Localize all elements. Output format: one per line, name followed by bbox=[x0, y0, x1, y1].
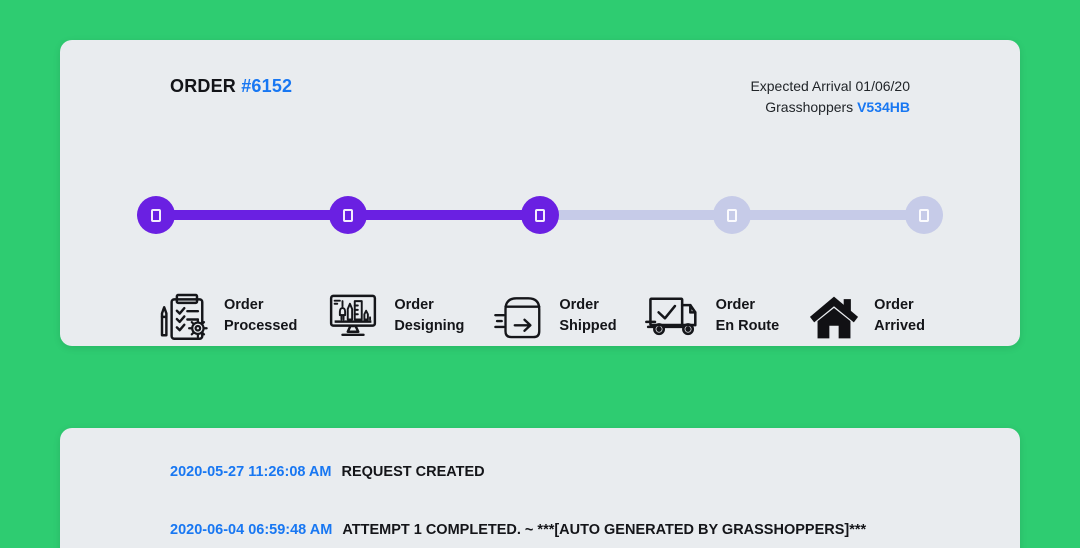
stage-label-line1: Order bbox=[874, 297, 914, 313]
log-timestamp: 2020-06-04 06:59:48 AM bbox=[170, 522, 333, 538]
vendor-line: Grasshoppers V534HB bbox=[750, 97, 910, 118]
stage-label-line1: Order bbox=[224, 297, 264, 313]
vendor-name: Grasshoppers bbox=[765, 99, 854, 115]
order-title-label: ORDER bbox=[170, 76, 237, 96]
stage-order-designing: Order Designing bbox=[325, 287, 464, 345]
order-stages: Order Processed bbox=[155, 287, 925, 345]
expected-arrival-date: 01/06/20 bbox=[855, 78, 911, 94]
stage-order-processed: Order Processed bbox=[155, 287, 297, 345]
timeline-node bbox=[521, 196, 559, 234]
timeline-node bbox=[905, 196, 943, 234]
stage-label: Order Shipped bbox=[559, 295, 616, 337]
step-marker-icon bbox=[919, 208, 929, 222]
order-status-card: ORDER #6152 Expected Arrival 01/06/20 Gr… bbox=[60, 40, 1020, 346]
stage-label: Order Designing bbox=[394, 295, 464, 337]
log-message: ATTEMPT 1 COMPLETED. ~ ***[AUTO GENERATE… bbox=[342, 522, 867, 538]
shipping-box-icon bbox=[492, 287, 546, 345]
stage-label-line2: Processed bbox=[224, 318, 298, 334]
stage-label-line2: En Route bbox=[715, 318, 780, 334]
expected-arrival-line: Expected Arrival 01/06/20 bbox=[750, 76, 910, 97]
stage-label-line2: Arrived bbox=[874, 318, 925, 334]
timeline-node bbox=[137, 196, 175, 234]
stage-order-arrived: Order Arrived bbox=[807, 287, 925, 345]
stage-label-line2: Shipped bbox=[559, 318, 617, 334]
stage-label-line1: Order bbox=[559, 297, 599, 313]
home-icon bbox=[807, 288, 861, 344]
order-meta: Expected Arrival 01/06/20 Grasshoppers V… bbox=[750, 76, 910, 118]
order-header: ORDER #6152 Expected Arrival 01/06/20 Gr… bbox=[170, 76, 910, 118]
expected-arrival-label: Expected Arrival bbox=[750, 78, 852, 94]
order-progress-timeline bbox=[137, 196, 943, 234]
stage-label: Order Arrived bbox=[874, 295, 925, 337]
step-marker-icon bbox=[151, 208, 161, 222]
step-marker-icon bbox=[535, 208, 545, 222]
order-number: #6152 bbox=[241, 76, 293, 96]
step-marker-icon bbox=[727, 208, 737, 222]
stage-order-shipped: Order Shipped bbox=[492, 287, 617, 345]
clipboard-checklist-icon bbox=[155, 287, 211, 345]
stage-label: Order Processed bbox=[224, 295, 297, 337]
stage-label-line1: Order bbox=[394, 297, 434, 313]
log-entry: 2020-05-27 11:26:08 AM REQUEST CREATED bbox=[170, 464, 910, 480]
timeline-node bbox=[329, 196, 367, 234]
stage-label-line1: Order bbox=[715, 297, 756, 313]
timeline-node bbox=[713, 196, 751, 234]
stage-label-line2: Designing bbox=[394, 318, 465, 334]
log-timestamp: 2020-05-27 11:26:08 AM bbox=[170, 464, 332, 480]
stage-order-en-route: Order En Route bbox=[644, 287, 780, 345]
timeline-nodes bbox=[137, 196, 943, 234]
step-marker-icon bbox=[343, 208, 353, 222]
log-entry: 2020-06-04 06:59:48 AM ATTEMPT 1 COMPLET… bbox=[170, 522, 910, 538]
order-log-card: 2020-05-27 11:26:08 AM REQUEST CREATED 2… bbox=[60, 428, 1020, 548]
order-title: ORDER #6152 bbox=[170, 76, 292, 97]
vendor-code: V534HB bbox=[857, 99, 910, 115]
stage-label: Order En Route bbox=[716, 295, 780, 337]
design-monitor-icon bbox=[325, 287, 381, 345]
log-message: REQUEST CREATED bbox=[341, 464, 485, 480]
delivery-truck-icon bbox=[644, 287, 703, 345]
